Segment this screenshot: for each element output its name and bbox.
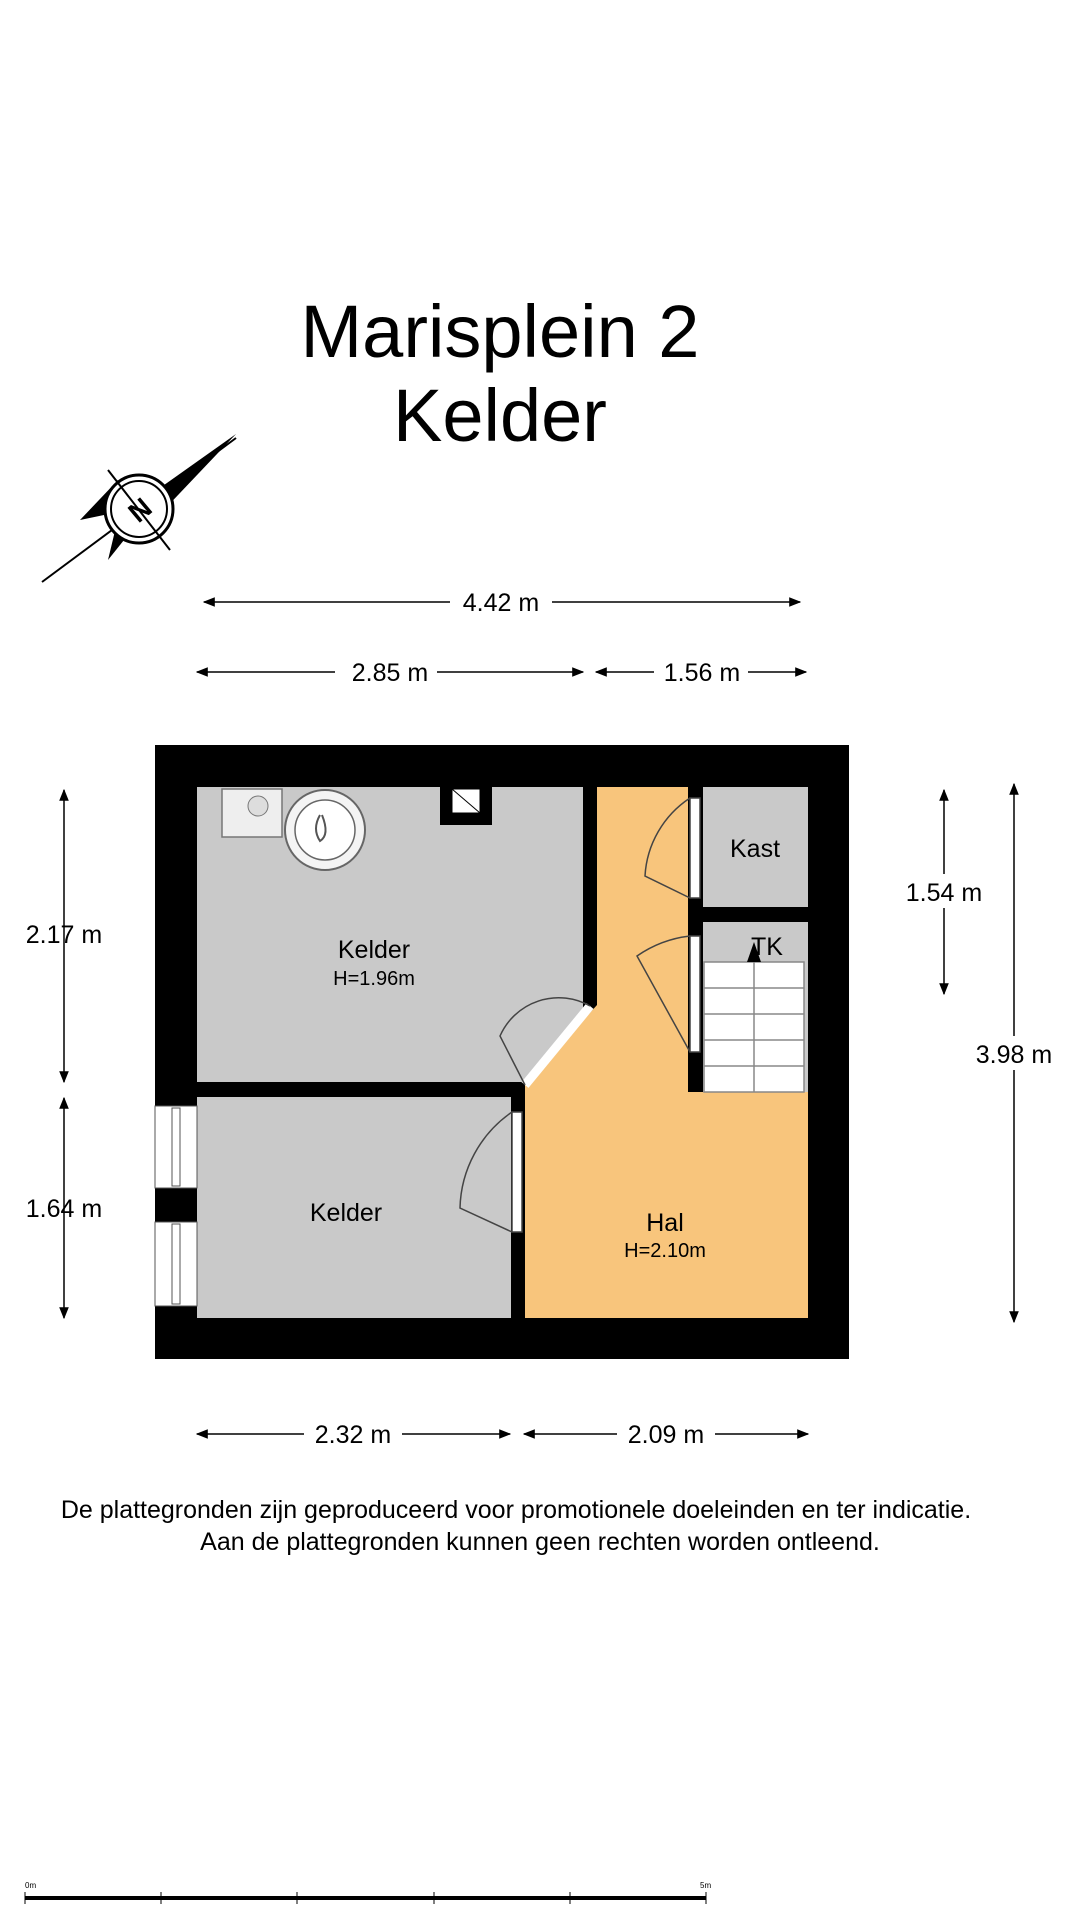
dim-label: 2.85 m <box>352 659 428 687</box>
door-kelder-upper <box>499 997 594 1088</box>
room-label: Kelder <box>310 1199 382 1227</box>
title-block: Marisplein 2 Kelder <box>0 290 1000 458</box>
dim-left-upper: 2.17 m <box>26 788 102 1084</box>
window-left <box>154 1105 198 1307</box>
dim-label: 1.56 m <box>664 659 740 687</box>
room-label: TK <box>751 933 783 961</box>
dim-top-right: 1.56 m <box>594 659 808 687</box>
boiler-icon <box>221 788 366 871</box>
room-label: Kelder <box>338 936 410 964</box>
dim-label: 2.09 m <box>628 1421 704 1449</box>
door-kast <box>644 797 701 899</box>
room-label: Kast <box>730 835 780 863</box>
scale-bar: 0m 5m <box>24 1881 711 1904</box>
floor-plan: Kelder H=1.96m Kelder Hal H=2.10m Kast T… <box>154 745 849 1359</box>
dim-bottom-left: 2.32 m <box>195 1421 512 1449</box>
dim-left-lower: 1.64 m <box>26 1096 102 1320</box>
room-height: H=1.96m <box>333 968 415 990</box>
dim-right-small: 1.54 m <box>900 788 988 996</box>
scale-end: 5m <box>700 1881 711 1890</box>
room-hal <box>525 787 808 1318</box>
dim-label: 2.17 m <box>26 921 102 949</box>
room-kelder-lower <box>197 1097 511 1318</box>
dim-bottom-right: 2.09 m <box>522 1421 810 1449</box>
dim-right-total: 3.98 m <box>970 782 1058 1324</box>
disclaimer: De plattegronden zijn geproduceerd voor … <box>0 1494 1080 1558</box>
dim-label: 2.32 m <box>315 1421 391 1449</box>
stairs-icon <box>703 942 805 1093</box>
dim-label: 3.98 m <box>976 1041 1052 1069</box>
door-kelder-lower <box>459 1111 523 1233</box>
north-arrow-icon: N <box>41 434 237 583</box>
door-stairwell <box>636 935 701 1053</box>
dim-label: 1.54 m <box>906 879 982 907</box>
disclaimer-line-2: Aan de plattegronden kunnen geen rechten… <box>200 1528 880 1556</box>
page-title: Marisplein 2 <box>300 290 700 373</box>
dim-label: 4.42 m <box>463 589 539 617</box>
scale-start: 0m <box>25 1881 36 1890</box>
dim-top-total: 4.42 m <box>202 589 802 617</box>
room-label: Hal <box>646 1209 684 1237</box>
page-subtitle: Kelder <box>393 374 607 457</box>
disclaimer-line-1: De plattegronden zijn geproduceerd voor … <box>60 1496 972 1524</box>
room-height: H=2.10m <box>624 1240 706 1262</box>
dim-top-left: 2.85 m <box>195 659 585 687</box>
room-kast <box>703 787 808 907</box>
dim-label: 1.64 m <box>26 1195 102 1223</box>
